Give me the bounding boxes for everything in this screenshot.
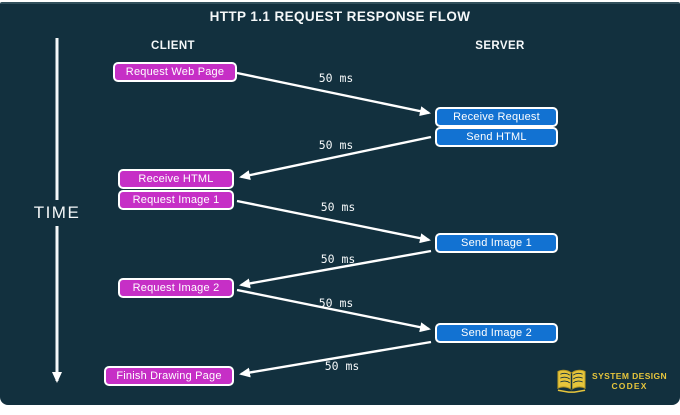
node-receive-request: Receive Request xyxy=(435,107,558,127)
latency-label-3: 50 ms xyxy=(320,200,356,214)
node-request-web-page: Request Web Page xyxy=(113,62,237,82)
node-request-image-1: Request Image 1 xyxy=(118,190,234,210)
node-request-image-2: Request Image 2 xyxy=(118,278,234,298)
node-send-image-2: Send Image 2 xyxy=(435,323,558,343)
logo-wordmark: SYSTEM DESIGN CODEX xyxy=(592,371,667,391)
open-book-icon xyxy=(557,369,586,393)
latency-label-2: 50 ms xyxy=(318,138,354,152)
logo-line-1: SYSTEM DESIGN xyxy=(592,371,668,381)
node-send-html: Send HTML xyxy=(435,127,558,147)
latency-label-1: 50 ms xyxy=(318,71,354,85)
latency-label-4: 50 ms xyxy=(320,252,356,266)
time-axis-label: TIME xyxy=(17,200,97,226)
diagram-title: HTTP 1.1 REQUEST RESPONSE FLOW xyxy=(209,9,471,24)
node-send-image-1: Send Image 1 xyxy=(435,233,558,253)
logo-line-2: CODEX xyxy=(611,381,648,391)
client-column-header: CLIENT xyxy=(151,40,195,52)
server-column-header: SERVER xyxy=(475,40,525,52)
system-design-codex-logo: SYSTEM DESIGN CODEX xyxy=(556,368,667,394)
latency-label-5: 50 ms xyxy=(318,296,354,310)
latency-label-6: 50 ms xyxy=(324,359,360,373)
node-receive-html: Receive HTML xyxy=(118,169,234,189)
node-finish-drawing-page: Finish Drawing Page xyxy=(104,366,234,386)
